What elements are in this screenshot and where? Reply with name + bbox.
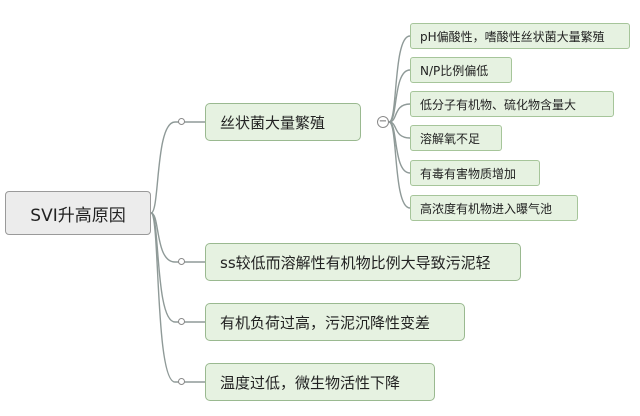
- sub-node-low-molecular-organics[interactable]: 低分子有机物、硫化物含量大: [410, 91, 614, 117]
- root-label: SVI升高原因: [30, 205, 126, 226]
- sub-node-ph-acidic[interactable]: pH偏酸性，嗜酸性丝状菌大量繁殖: [410, 23, 630, 49]
- branch-label: 丝状菌大量繁殖: [220, 113, 326, 132]
- junction-dot: [178, 118, 185, 125]
- sub-node-low-dissolved-oxygen[interactable]: 溶解氧不足: [410, 125, 502, 151]
- branch-node-filamentous-bacteria[interactable]: 丝状菌大量繁殖: [205, 103, 361, 141]
- connector-root-branch-4: [150, 212, 205, 383]
- connector-root-branch-1: [150, 121, 205, 214]
- junction-dot: [178, 378, 185, 385]
- root-node[interactable]: SVI升高原因: [5, 191, 151, 235]
- sub-node-label: N/P比例偏低: [420, 63, 489, 78]
- connector-sub-3: [388, 103, 411, 123]
- connector-sub-6: [388, 121, 411, 209]
- sub-node-toxic-substances[interactable]: 有毒有害物质增加: [410, 160, 540, 186]
- junction-dot: [178, 318, 185, 325]
- branch-label: 有机负荷过高，污泥沉降性变差: [220, 313, 431, 332]
- connector-sub-2: [388, 69, 411, 123]
- branch-label: 温度过低，微生物活性下降: [220, 373, 401, 392]
- sub-node-label: pH偏酸性，嗜酸性丝状菌大量繁殖: [420, 29, 605, 44]
- collapse-toggle-icon[interactable]: −: [377, 116, 389, 128]
- sub-node-label: 溶解氧不足: [420, 131, 481, 146]
- connector-root-branch-2: [150, 212, 205, 263]
- branch-node-low-temperature[interactable]: 温度过低，微生物活性下降: [205, 363, 435, 401]
- sub-node-label: 低分子有机物、硫化物含量大: [420, 97, 577, 112]
- branch-node-organic-load[interactable]: 有机负荷过高，污泥沉降性变差: [205, 303, 465, 341]
- branch-node-soluble-organics[interactable]: ss较低而溶解性有机物比例大导致污泥轻: [205, 243, 521, 281]
- sub-node-high-concentration-organics[interactable]: 高浓度有机物进入曝气池: [410, 195, 578, 221]
- sub-node-label: 高浓度有机物进入曝气池: [420, 201, 553, 216]
- sub-node-np-ratio[interactable]: N/P比例偏低: [410, 57, 512, 83]
- branch-label: ss较低而溶解性有机物比例大导致污泥轻: [220, 253, 491, 272]
- sub-node-label: 有毒有害物质增加: [420, 166, 517, 181]
- junction-dot: [178, 258, 185, 265]
